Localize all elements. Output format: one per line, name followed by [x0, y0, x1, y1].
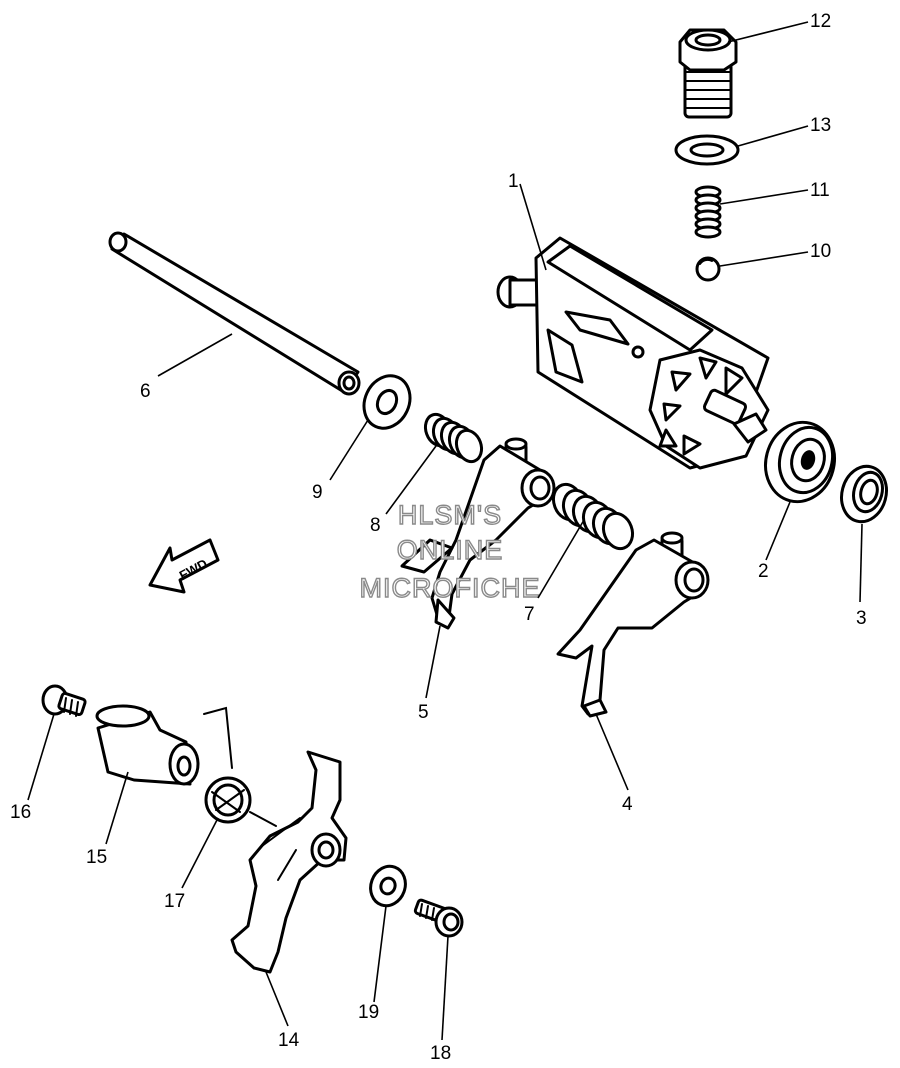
- leader-17: [181, 817, 219, 889]
- part-6-guide-bar[interactable]: [108, 231, 361, 396]
- callout-10: 10: [810, 241, 831, 262]
- part-11-spring[interactable]: [694, 185, 722, 239]
- part-16-bolt[interactable]: [41, 684, 87, 717]
- leader-13: [737, 125, 809, 147]
- watermark: HLSM'S ONLINE MICROFICHE: [359, 499, 541, 603]
- callout-1: 1: [508, 171, 519, 192]
- leader-3: [859, 523, 863, 603]
- part-1-shift-drum[interactable]: [496, 236, 770, 470]
- watermark-line-2: ONLINE: [397, 535, 504, 565]
- leader-16: [27, 713, 55, 801]
- callout-4: 4: [622, 794, 633, 815]
- leader-15: [105, 771, 129, 845]
- part-9-washer[interactable]: [356, 368, 419, 436]
- part-8-spring[interactable]: [421, 411, 485, 465]
- callout-19: 19: [358, 1002, 379, 1023]
- part-15-collar[interactable]: [95, 704, 200, 786]
- callout-5: 5: [418, 702, 429, 723]
- part-17-torsion-spring[interactable]: [203, 706, 277, 827]
- leader-1: [519, 183, 547, 271]
- leader-5: [425, 625, 441, 699]
- part-13-washer[interactable]: [674, 134, 740, 166]
- leader-14: [265, 971, 289, 1027]
- part-3-seal[interactable]: [836, 461, 893, 526]
- leader-11: [719, 189, 809, 205]
- callout-13: 13: [810, 115, 831, 136]
- callout-14: 14: [278, 1030, 300, 1051]
- part-2-bearing[interactable]: [757, 415, 843, 510]
- callout-12: 12: [810, 11, 831, 32]
- leader-4: [595, 713, 629, 791]
- leader-9: [329, 419, 369, 481]
- leader-lines: [27, 21, 863, 1041]
- callout-numbers: 12 13 11 10 1 6 9 8 7 5 4 2 3 16 15 17 1…: [10, 11, 867, 1064]
- watermark-line-3: MICROFICHE: [360, 573, 541, 603]
- leader-8: [385, 445, 437, 515]
- part-5-shift-fork[interactable]: [400, 437, 556, 630]
- callout-3: 3: [856, 608, 867, 629]
- callout-16: 16: [10, 802, 31, 823]
- part-7-spring[interactable]: [549, 480, 638, 552]
- leader-19: [373, 905, 387, 1003]
- leader-2: [765, 501, 791, 561]
- leader-10: [719, 251, 809, 267]
- part-10-ball[interactable]: [695, 256, 721, 282]
- fwd-direction-arrow: FWD: [148, 538, 220, 594]
- leader-6: [157, 333, 233, 377]
- part-14-shift-arm[interactable]: [230, 750, 348, 974]
- callout-7: 7: [524, 604, 535, 625]
- part-12-bolt[interactable]: [678, 28, 738, 119]
- part-4-shift-fork[interactable]: [556, 531, 710, 718]
- callout-11: 11: [810, 180, 830, 201]
- callout-2: 2: [758, 561, 769, 582]
- part-19-washer[interactable]: [365, 861, 411, 910]
- part-18-bolt[interactable]: [413, 898, 464, 938]
- callout-17: 17: [164, 891, 185, 912]
- leader-18: [441, 935, 449, 1041]
- callout-8: 8: [370, 515, 381, 536]
- leader-12: [727, 21, 809, 43]
- callout-18: 18: [430, 1043, 451, 1064]
- watermark-line-1: HLSM'S: [398, 500, 502, 530]
- leader-7: [537, 519, 585, 599]
- callout-9: 9: [312, 482, 323, 503]
- callout-15: 15: [86, 847, 107, 868]
- callout-6: 6: [140, 381, 151, 402]
